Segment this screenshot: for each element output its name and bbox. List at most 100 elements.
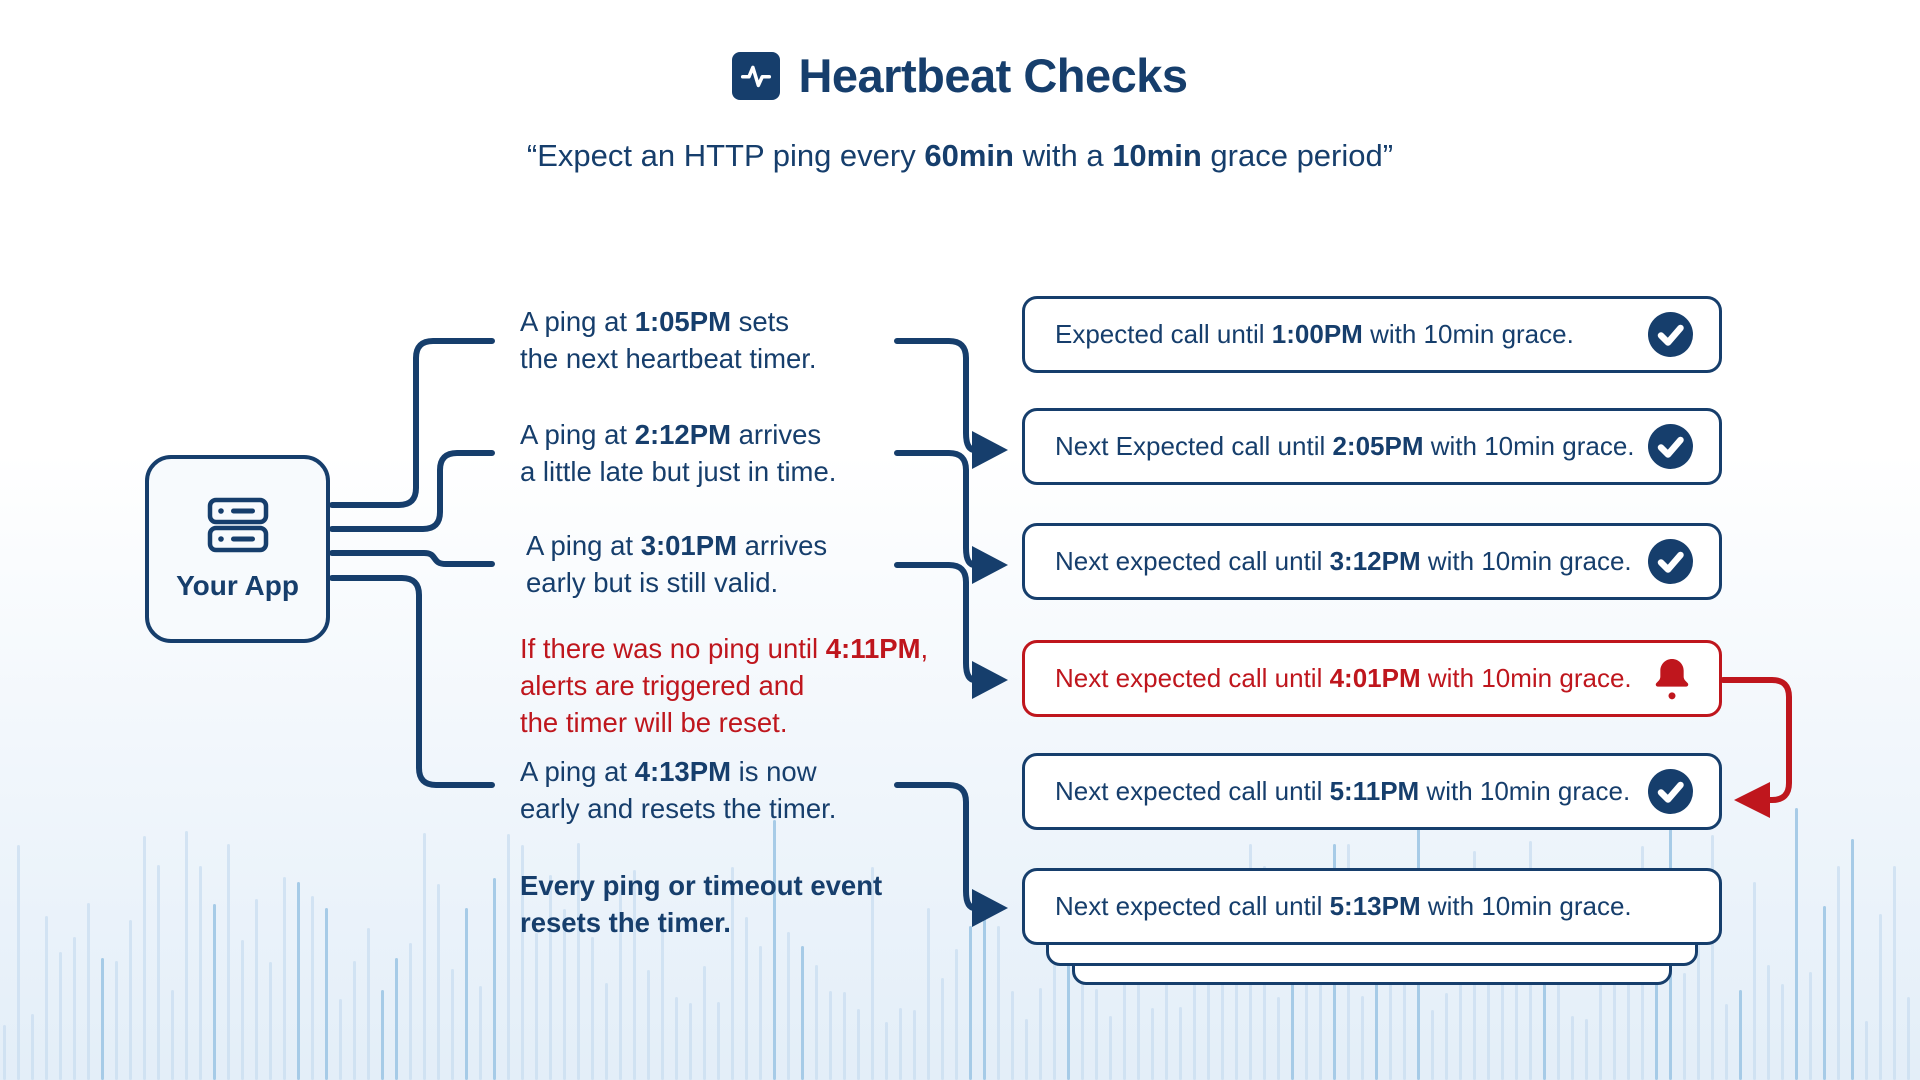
waveform-bar [619,890,622,1080]
waveform-bar [1095,989,1098,1080]
waveform-bar [815,965,818,1080]
waveform-bar [381,990,384,1080]
waveform-bar [1809,972,1812,1080]
waveform-bar [1711,835,1714,1080]
waveform-bar [1753,882,1756,1080]
arrowheads [972,431,1008,927]
waveform-bar [997,926,1000,1080]
waveform-bar [647,970,650,1080]
waveform-bar [143,836,146,1080]
waveform-bar [941,978,944,1080]
waveform-bar [745,917,748,1080]
bell-icon [1651,656,1693,702]
waveform-bar [31,1014,34,1080]
status-box-5-11: Next expected call until 5:11PM with 10m… [1022,753,1722,830]
waveform-bar [1487,958,1490,1080]
waveform-bar [213,904,216,1080]
server-icon [207,497,269,558]
status-text: Next Expected call until 2:05PM with 10m… [1055,431,1635,461]
waveform-bar [899,1008,902,1080]
waveform-bar [1403,973,1406,1080]
waveform-bar [1865,1021,1868,1080]
check-icon [1648,424,1693,469]
waveform-bar [353,961,356,1080]
status-box-1-00: Expected call until 1:00PM with 10min gr… [1022,296,1722,373]
waveform-bar [1389,929,1392,1080]
check-icon [1648,312,1693,357]
waveform-bar [1151,1008,1154,1080]
status-box-2-05: Next Expected call until 2:05PM with 10m… [1022,408,1722,485]
waveform-bar [283,877,286,1080]
waveform-bar [605,983,608,1080]
your-app-label: Your App [176,569,299,601]
waveform-bar [227,844,230,1080]
waveform-bar [1431,1010,1434,1080]
check-icon [1648,769,1693,814]
waveform-bar [1823,906,1826,1080]
waveform-bar [1165,971,1168,1080]
waveform-bar [913,1010,916,1080]
waveform-bar [1207,930,1210,1080]
timer-reset-arrow [1720,677,1792,818]
waveform-bar [661,925,664,1080]
page-title: Heartbeat Checks [798,49,1188,102]
waveform-bar [1893,866,1896,1080]
waveform-bar [493,878,496,1080]
waveform-bar [1459,928,1462,1080]
waveform-bar [59,952,62,1080]
waveform-bar [563,909,566,1080]
arrowhead-box6 [972,889,1008,927]
annotation-no-ping-4-11: If there was no ping until 4:11PM,alerts… [520,633,929,738]
waveform-bar [1193,952,1196,1080]
connector-ping3-to-box4 [894,562,978,683]
waveform-bar [1109,1016,1112,1080]
waveform-bar [199,866,202,1080]
waveform-bar [591,937,594,1080]
waveform-bar [1361,996,1364,1080]
waveform-bar [857,1009,860,1080]
waveform-bar [185,831,188,1080]
connector-ping1-to-box2 [894,338,978,453]
waveform-bar [1613,936,1616,1080]
waveform-bar [311,896,314,1080]
waveform-bar [101,958,104,1080]
waveform-bar [395,958,398,1080]
waveform-bar [409,943,412,1080]
status-text: Next expected call until 4:01PM with 10m… [1055,663,1632,693]
waveform-bar [1599,928,1602,1080]
arrowhead-box3 [972,546,1008,584]
waveform-bar [955,949,958,1080]
header: Heartbeat Checks [0,48,1920,103]
waveform-bar [339,999,342,1080]
waveform-bar [885,1022,888,1080]
waveform-bar [759,946,762,1080]
waveform-bar [1375,979,1378,1080]
waveform-bar [1053,909,1056,1080]
waveform-bar [1781,984,1784,1080]
waveform-bar [437,884,440,1080]
connector-app-to-ping1 [329,338,495,508]
waveform-bar [1235,938,1238,1080]
status-text: Next expected call until 5:11PM with 10m… [1055,776,1631,806]
waveform-bar [465,908,468,1080]
waveform-bar [1221,955,1224,1080]
waveform-bar [1767,965,1770,1080]
waveform-bar [1627,934,1630,1080]
waveform-bar [3,1025,6,1080]
waveform-bar [1739,990,1742,1080]
waveform-bar [927,908,930,1080]
waveform-bar [521,845,524,1080]
waveform-bar [773,820,776,1080]
waveform-bar [969,926,972,1080]
waveform-bar [115,961,118,1080]
waveform-bar [675,997,678,1080]
connector-ping2-to-box3 [894,450,978,568]
waveform-bar [73,937,76,1080]
waveform-bar [801,946,804,1080]
waveform-bar [829,991,832,1080]
waveform-bar [717,1002,720,1080]
status-text: Expected call until 1:00PM with 10min gr… [1055,319,1574,349]
